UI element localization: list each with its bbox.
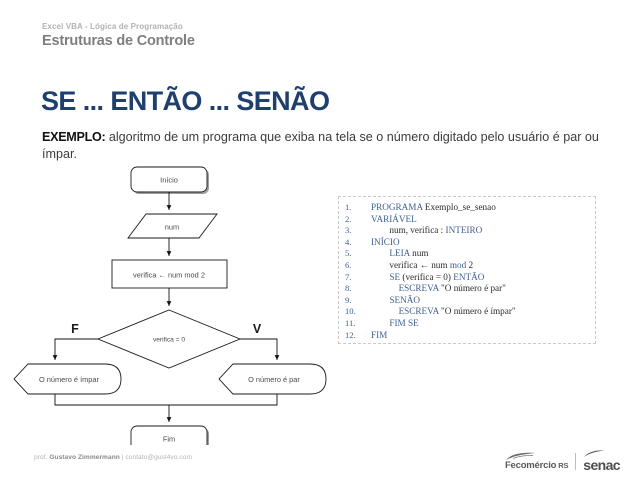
- flow-output-false-label: O número é ímpar: [39, 375, 100, 384]
- pseudocode-token: "O número é par": [441, 283, 506, 294]
- pseudocode-token: num: [412, 248, 429, 259]
- pseudocode-token: num, verifica :: [389, 225, 446, 236]
- pseudocode-token: 2: [466, 259, 474, 270]
- flow-node-start: Início: [130, 166, 209, 194]
- pseudocode-line-code: INÍCIO: [371, 237, 591, 249]
- pseudocode-token: (verifica = 0): [402, 271, 454, 282]
- pseudocode-line: 12. FIM: [345, 330, 591, 342]
- pseudocode-line-number: 6.: [345, 259, 352, 270]
- flow-node-output-false: O número é ímpar: [13, 363, 122, 395]
- flow-node-decision: verifica = 0: [96, 309, 242, 369]
- pseudocode-line-code: FIM SE: [371, 318, 591, 330]
- pseudocode-line: 8. ESCREVA "O número é par": [345, 283, 591, 295]
- pseudocode-keyword: ESCREVA: [398, 306, 442, 317]
- pseudocode-line-code: LEIA num: [371, 248, 591, 260]
- pseudocode-line: 11. FIM SE: [345, 318, 591, 330]
- pseudocode-line: 9. SENÃO: [345, 295, 591, 307]
- flow-branch-false-label: F: [71, 322, 79, 336]
- flowchart: Início num verifica ← num mod 2 verifica…: [0, 160, 340, 445]
- pseudocode-line-number: 1.: [345, 202, 352, 212]
- pseudocode-token: "O número é ímpar": [441, 306, 516, 317]
- pseudocode-line-code: num, verifica : INTEIRO: [371, 225, 591, 237]
- pseudocode-line: 7. SE (verifica = 0) ENTÃO: [345, 272, 591, 284]
- pseudocode-keyword: LEIA: [389, 248, 413, 259]
- flow-node-process: verifica ← num mod 2: [111, 259, 228, 289]
- slide-subtitle: Estruturas de Controle: [42, 33, 195, 49]
- pseudocode-keyword: mod: [449, 259, 467, 270]
- flow-output-true-label: O número é par: [248, 375, 300, 384]
- intro-paragraph: EXEMPLO: algoritmo de um programa que ex…: [42, 129, 604, 164]
- pseudocode-keyword: SENÃO: [389, 294, 421, 305]
- pseudocode-line-code: PROGRAMA Exemplo_se_senao: [371, 202, 591, 214]
- pseudocode-keyword: SE: [389, 271, 403, 282]
- brand-fecomercio-uf: RS: [558, 460, 569, 470]
- pseudocode-line-code: FIM: [371, 330, 591, 342]
- flow-end-label: Fim: [163, 435, 175, 444]
- flow-input-label: num: [165, 223, 179, 232]
- pseudocode-line-number: 3.: [345, 225, 352, 236]
- pseudocode-line-number: 11.: [345, 317, 356, 328]
- brand-logos: Fecomércio RS senac: [505, 449, 621, 473]
- pseudocode-keyword: FIM: [371, 329, 388, 340]
- pseudocode-keyword: FIM SE: [389, 317, 419, 328]
- pseudocode-line-code: SE (verifica = 0) ENTÃO: [371, 272, 591, 284]
- flow-node-input: num: [127, 213, 218, 239]
- footer-prefix: prof.: [34, 454, 50, 461]
- pseudocode-line-number: 9.: [345, 294, 352, 305]
- pseudocode-line-code: VARIÁVEL: [371, 214, 591, 226]
- pseudocode-keyword: INTEIRO: [445, 225, 483, 236]
- pseudocode-line: 4. INÍCIO: [345, 237, 591, 249]
- swoosh-icon: [505, 452, 535, 460]
- pseudocode-line-code: SENÃO: [371, 295, 591, 307]
- pseudocode-keyword: INÍCIO: [371, 236, 400, 247]
- pseudocode-keyword: VARIÁVEL: [371, 213, 417, 224]
- pseudocode-token: verifica ← num: [389, 259, 450, 270]
- pseudocode-line: 3. num, verifica : INTEIRO: [345, 225, 591, 237]
- footer-author: Gustavo Zimmermann: [49, 454, 120, 461]
- intro-text: algoritmo de um programa que exiba na te…: [42, 129, 599, 162]
- pseudocode-keyword: PROGRAMA: [371, 202, 425, 212]
- flow-node-end: Fim: [130, 425, 209, 445]
- flow-branch-true-label: V: [253, 322, 262, 336]
- pseudocode-line: 6. verifica ← num mod 2: [345, 260, 591, 272]
- footer-contact: | contato@gust4vo.com: [119, 454, 193, 461]
- brand-fecomercio-label: Fecomércio: [504, 459, 557, 471]
- brand-fecomercio: Fecomércio RS: [505, 452, 568, 471]
- pseudocode-line: 1. PROGRAMA Exemplo_se_senao: [345, 202, 591, 214]
- pseudocode-line-number: 4.: [345, 236, 352, 247]
- pseudocode-line-number: 10.: [345, 306, 356, 317]
- pseudocode-line-number: 7.: [345, 271, 352, 282]
- senac-swoosh-icon: [584, 450, 605, 457]
- page-title: SE ... ENTÃO ... SENÃO: [41, 86, 330, 117]
- flow-process-label: verifica ← num mod 2: [133, 271, 205, 280]
- flow-node-output-true: O número é par: [218, 363, 327, 395]
- pseudocode-line-code: verifica ← num mod 2: [371, 260, 591, 272]
- pseudocode-token: Exemplo_se_senao: [424, 202, 496, 212]
- pseudocode-keyword: ESCREVA: [398, 283, 442, 294]
- pseudocode-line-code: ESCREVA "O número é ímpar": [371, 306, 591, 318]
- pseudocode-line-number: 8.: [345, 283, 352, 294]
- pseudocode-line-code: ESCREVA "O número é par": [371, 283, 591, 295]
- slide-kicker: Excel VBA - Lógica de Programação: [42, 22, 183, 31]
- intro-label: EXEMPLO:: [42, 129, 106, 144]
- pseudocode-line-number: 12.: [345, 329, 356, 340]
- pseudocode-line: 5. LEIA num: [345, 248, 591, 260]
- pseudocode-line: 10. ESCREVA "O número é ímpar": [345, 306, 591, 318]
- brand-divider: [575, 452, 577, 470]
- footer-credit: prof. Gustavo Zimmermann | contato@gust4…: [34, 454, 192, 461]
- pseudocode-line: 2. VARIÁVEL: [345, 214, 591, 226]
- flow-start-label: Início: [160, 176, 178, 185]
- pseudocode-keyword: ENTÃO: [453, 271, 485, 282]
- pseudocode-line-number: 2.: [345, 213, 352, 224]
- pseudocode-line-number: 5.: [345, 248, 352, 259]
- brand-senac-label: senac: [583, 457, 620, 473]
- flow-decision-label: verifica = 0: [153, 337, 185, 344]
